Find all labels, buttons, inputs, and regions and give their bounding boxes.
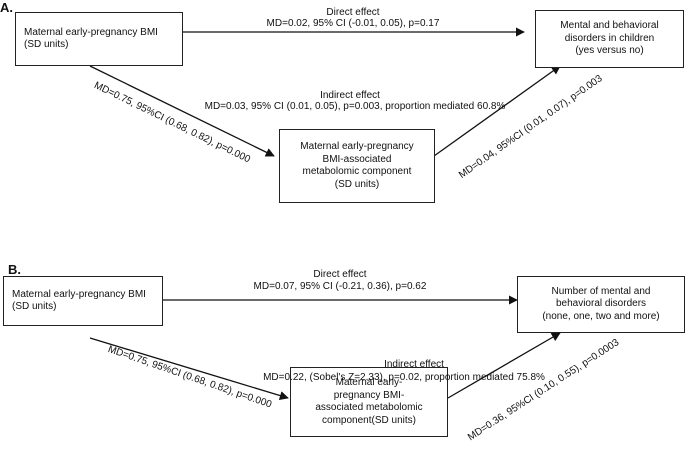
panel-b-indirect-effect-title: Indirect effect	[384, 359, 444, 370]
panel-a-label: A.	[0, 0, 13, 15]
panel-a-outcome-line-1: Mental and behavioral	[560, 20, 659, 32]
panel-a-indirect-effect-value: MD=0.03, 95% CI (0.01, 0.05), p=0.003, p…	[204, 101, 506, 112]
panel-b-outcome-line-2: behavioral disorders	[555, 298, 647, 310]
panel-a-path-a-arrow	[89, 65, 275, 157]
panel-a-exposure-box: Maternal early-pregnancy BMI (SD units)	[15, 12, 183, 66]
panel-b-exposure-box: Maternal early-pregnancy BMI (SD units)	[3, 276, 163, 326]
panel-a-exposure-line-2: (SD units)	[24, 39, 69, 50]
panel-b-direct-effect-value: MD=0.07, 95% CI (-0.21, 0.36), p=0.62	[253, 281, 427, 292]
panel-a-mediator-line-3: metabolomic component	[302, 166, 412, 177]
panel-b-mediator-line-2: pregnancy BMI-	[333, 389, 405, 401]
panel-a-indirect-effect-title: Indirect effect	[320, 90, 380, 101]
panel-b-label: B.	[8, 262, 21, 277]
panel-a-exposure-line-1: Maternal early-pregnancy BMI	[24, 26, 158, 38]
panel-b-exposure-line-1: Maternal early-pregnancy BMI	[12, 288, 146, 300]
panel-a-mediator-box: Maternal early-pregnancy BMI-associated …	[279, 129, 435, 203]
panel-b-outcome-line-1: Number of mental and	[551, 285, 651, 297]
panel-b-mediator-line-3: associated metabolomic	[315, 402, 423, 413]
panel-a-mediator-line-1: Maternal early-pregnancy	[300, 141, 414, 152]
panel-b-mediator-line-4: component(SD units)	[322, 414, 416, 426]
panel-b-outcome-line-3: (none, one, two and more)	[542, 310, 660, 322]
panel-b-mediator-line-1: Maternal early-	[335, 377, 403, 388]
panel-b-mediator-box: Maternal early- pregnancy BMI- associate…	[290, 367, 448, 437]
panel-b-indirect-effect-value: MD=0.22, (Sobel's Z=2.33), p=0.02, propo…	[263, 372, 545, 383]
panel-b-path-a-arrow	[89, 337, 289, 400]
panel-a-outcome-line-3: (yes versus no)	[575, 45, 644, 57]
panel-b-outcome-box: Number of mental and behavioral disorder…	[517, 276, 685, 333]
panel-b-exposure-line-2: (SD units)	[12, 301, 57, 312]
panel-a-mediator-line-4: (SD units)	[334, 178, 380, 190]
panel-a-direct-effect-value: MD=0.02, 95% CI (-0.01, 0.05), p=0.17	[266, 18, 440, 29]
panel-a-outcome-box: Mental and behavioral disorders in child…	[535, 10, 684, 68]
panel-b-path-b-arrow	[447, 332, 561, 399]
panel-b-direct-effect-title: Direct effect	[313, 269, 367, 280]
panel-a-outcome-line-2: disorders in children	[564, 32, 655, 44]
panel-a-mediator-line-2: BMI-associated	[322, 153, 392, 165]
panel-a-path-b-arrow	[433, 65, 561, 157]
panel-a-direct-effect-title: Direct effect	[326, 7, 380, 18]
